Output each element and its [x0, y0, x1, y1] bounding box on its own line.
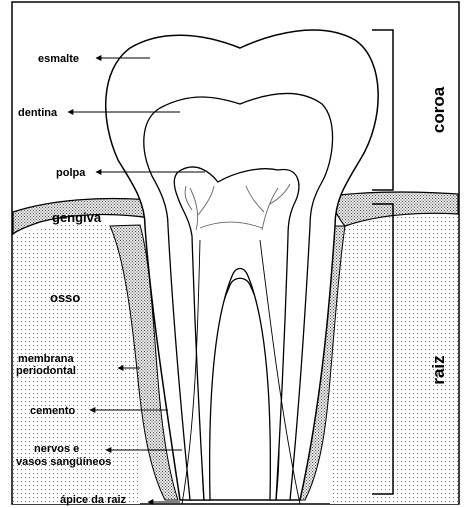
label-nervos-line2: vasos sangüíneos [16, 456, 111, 468]
label-cemento: cemento [30, 405, 76, 417]
label-apice: ápice da raiz [60, 494, 127, 506]
label-coroa: coroa [429, 86, 448, 133]
label-osso: osso [50, 290, 80, 305]
label-membrana-line2: periodontal [16, 365, 76, 377]
label-raiz: raiz [429, 355, 448, 384]
label-polpa: polpa [56, 167, 86, 179]
label-esmalte: esmalte [38, 53, 79, 65]
label-gengiva: gengiva [52, 210, 102, 225]
label-membrana-line1: membrana [18, 353, 75, 365]
label-nervos-line1: nervos e [34, 443, 79, 455]
label-dentina: dentina [18, 107, 58, 119]
